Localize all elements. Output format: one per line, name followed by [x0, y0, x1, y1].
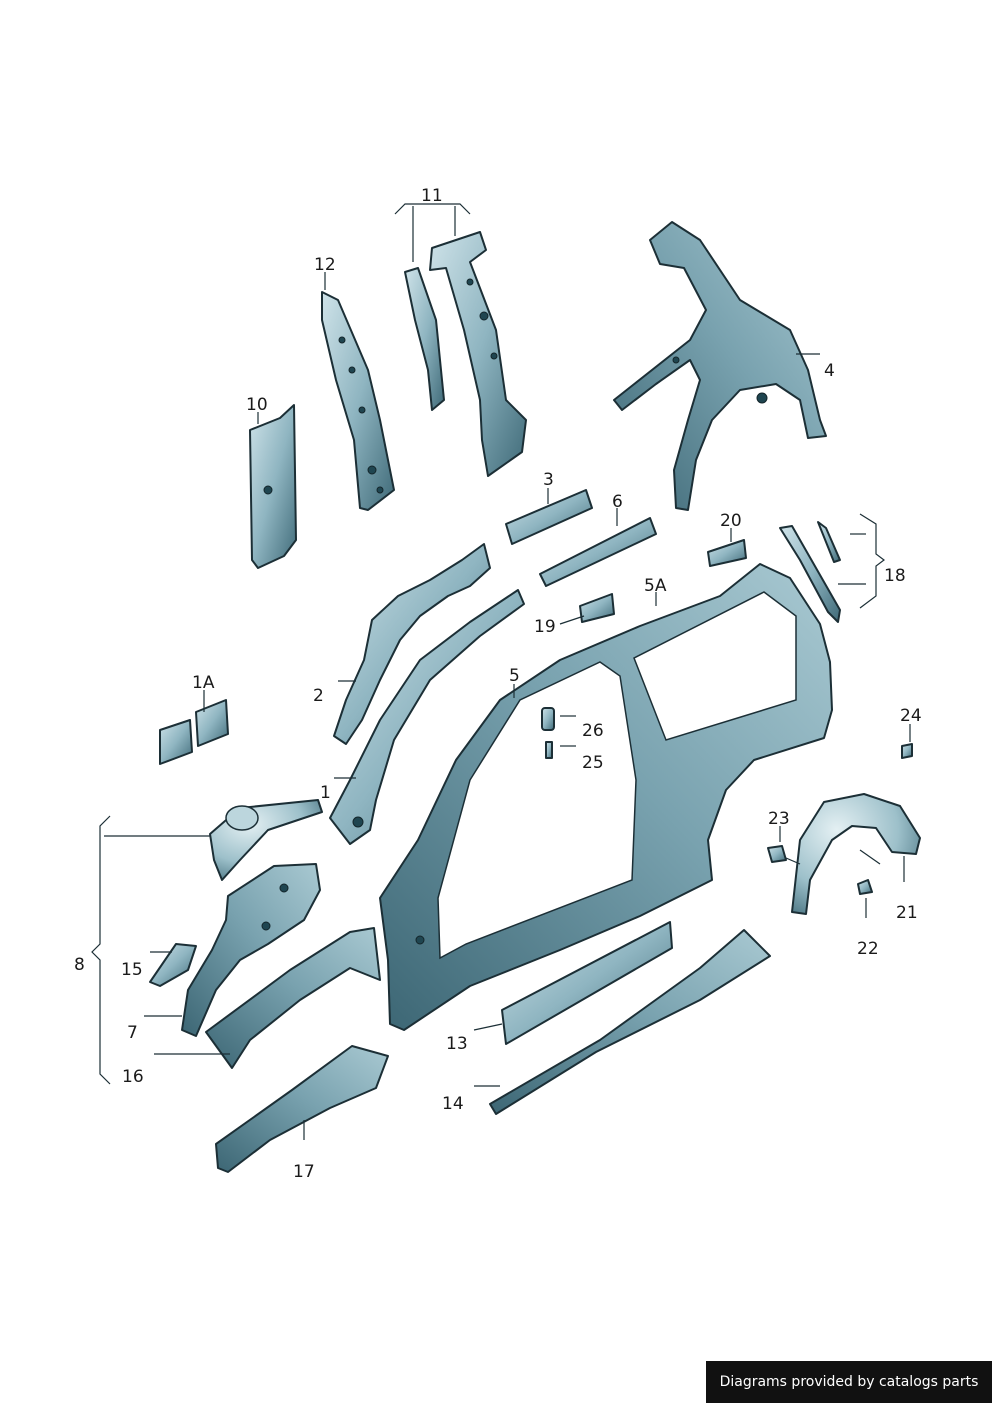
label-21: 21: [896, 903, 918, 923]
part-11-b-pillar-parts[interactable]: [404, 231, 527, 477]
part-23-clip[interactable]: [767, 845, 787, 863]
part-18-seal-strips[interactable]: [779, 521, 841, 623]
diagram-credit-banner[interactable]: Diagrams provided by catalogs parts: [706, 1361, 992, 1403]
label-12: 12: [314, 255, 336, 275]
label-7: 7: [127, 1023, 138, 1043]
label-5a: 5A: [644, 576, 667, 596]
part-5-side-panel[interactable]: [379, 563, 833, 1031]
part-24-clip[interactable]: [901, 743, 913, 759]
part-10-pillar-reinforcement[interactable]: [249, 404, 297, 569]
label-26: 26: [582, 721, 604, 741]
part-15-bracket[interactable]: [149, 943, 197, 987]
part-7-wheelhouse-panel[interactable]: [181, 863, 321, 1037]
label-17: 17: [293, 1162, 315, 1182]
diagram-credit-text: Diagrams provided by catalogs parts: [719, 1374, 979, 1390]
label-18: 18: [884, 566, 906, 586]
label-10: 10: [246, 395, 268, 415]
part-19-clip[interactable]: [579, 593, 615, 623]
part-14-rocker-panel[interactable]: [489, 929, 771, 1115]
part-20-bracket[interactable]: [707, 539, 747, 567]
label-4: 4: [824, 361, 835, 381]
label-15: 15: [121, 960, 143, 980]
label-20: 20: [720, 511, 742, 531]
part-3-roof-rail-bracket[interactable]: [505, 489, 593, 545]
part-17-sill-extension[interactable]: [215, 1045, 389, 1173]
label-8: 8: [74, 955, 85, 975]
label-1a: 1A: [192, 673, 215, 693]
part-6-roof-rail-strip[interactable]: [539, 517, 657, 587]
part-labels: 11 12 10 4 3 6 20 18 5A 19 5 1A 2 26 24 …: [74, 186, 922, 1182]
label-16: 16: [122, 1067, 144, 1087]
part-1a-patch[interactable]: [159, 699, 229, 765]
label-13: 13: [446, 1034, 468, 1054]
label-2: 2: [313, 686, 324, 706]
part-26-clip[interactable]: [541, 707, 555, 731]
part-22-screw[interactable]: [857, 879, 873, 895]
part-21-wheelhouse-liner[interactable]: [791, 793, 921, 915]
label-19: 19: [534, 617, 556, 637]
part-13-sill-reinforcement[interactable]: [501, 921, 673, 1045]
part-16-longitudinal-member[interactable]: [205, 927, 381, 1069]
part-8-front-wheelhouse-group[interactable]: [209, 799, 323, 881]
label-1: 1: [320, 783, 331, 803]
part-25-bolt[interactable]: [545, 741, 553, 759]
label-25: 25: [582, 753, 604, 773]
leader-lines: [91, 203, 911, 1140]
label-22: 22: [857, 939, 879, 959]
label-14: 14: [442, 1094, 464, 1114]
label-11: 11: [421, 186, 443, 206]
part-12-pillar-inner[interactable]: [321, 291, 395, 511]
part-4-rear-quarter-inner[interactable]: [613, 221, 827, 511]
label-24: 24: [900, 706, 922, 726]
part-1-a-pillar-inner-panel[interactable]: [329, 589, 525, 845]
label-3: 3: [543, 470, 554, 490]
part-2-a-pillar-reinforcement[interactable]: [333, 543, 491, 745]
label-5: 5: [509, 666, 520, 686]
label-23: 23: [768, 809, 790, 829]
label-6: 6: [612, 492, 623, 512]
